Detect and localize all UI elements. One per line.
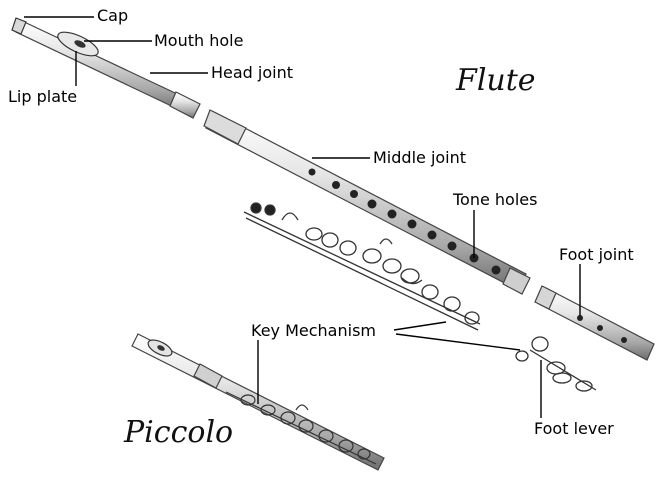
lip-plate-label: Lip plate bbox=[8, 87, 78, 106]
mouth-hole bbox=[74, 40, 86, 48]
leader-lines bbox=[24, 16, 581, 418]
flute-title: Flute bbox=[456, 63, 536, 98]
foot-joint bbox=[534, 285, 655, 361]
key-mechanism-label: Key Mechanism bbox=[251, 321, 376, 340]
foot-lever bbox=[515, 336, 597, 392]
mouth-hole-label: Mouth hole bbox=[154, 31, 244, 50]
key-mechanism bbox=[243, 202, 481, 331]
foot-joint-label: Foot joint bbox=[559, 245, 634, 264]
head-joint-label: Head joint bbox=[211, 63, 294, 82]
piccolo-title: Piccolo bbox=[124, 415, 234, 450]
middle-joint bbox=[203, 109, 531, 295]
middle-joint-label: Middle joint bbox=[373, 148, 467, 167]
cap-label: Cap bbox=[97, 6, 129, 25]
foot-lever-label: Foot lever bbox=[534, 419, 614, 438]
head-joint bbox=[11, 17, 201, 119]
key-mechanism-leader-line-flute bbox=[393, 321, 447, 331]
cap bbox=[11, 17, 27, 35]
key-mechanism-leader-line-foot bbox=[395, 333, 521, 351]
tone-holes-label: Tone holes bbox=[453, 190, 538, 209]
